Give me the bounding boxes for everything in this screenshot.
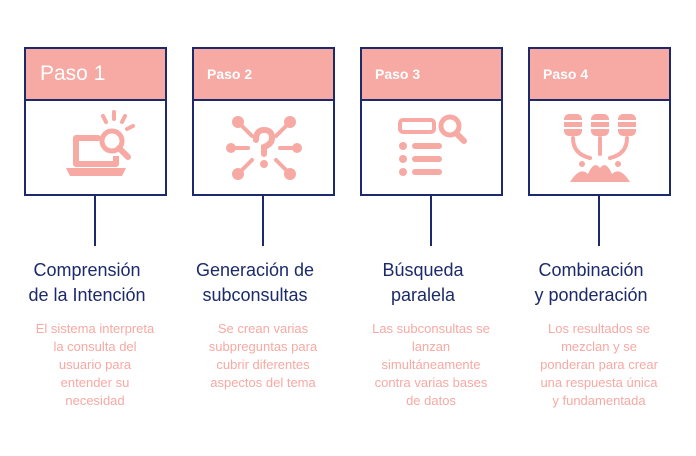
step-title: Búsqueda paralela: [382, 260, 464, 305]
database-merge-icon: [530, 101, 669, 194]
connector-line: [598, 196, 600, 246]
step-4: Paso 4: [504, 0, 678, 456]
step-description: Las subconsultas se lanzan simultáneamen…: [372, 321, 490, 408]
step-2: Paso 2: [168, 0, 342, 456]
step-label: Paso 1: [26, 49, 165, 101]
step-label: Paso 3: [362, 49, 501, 101]
laptop-search-icon: [26, 101, 165, 194]
step-card: Paso 3: [360, 47, 503, 196]
step-label: Paso 4: [530, 49, 669, 101]
question-network-icon: [194, 101, 333, 194]
step-card: Paso 2: [192, 47, 335, 196]
step-label: Paso 2: [194, 49, 333, 101]
step-description: Se crean varias subpreguntas para cubrir…: [208, 321, 318, 390]
connector-line: [430, 196, 432, 246]
connector-line: [262, 196, 264, 246]
step-description: Los resultados se mezclan y se ponderan …: [540, 321, 658, 408]
search-list-icon: [362, 101, 501, 194]
step-3: Paso 3 Búsqueda paralela Las subconsul: [336, 0, 510, 456]
step-title: Combinación y ponderación: [534, 260, 648, 305]
step-card: Paso 1: [24, 47, 167, 196]
step-title: Generación de subconsultas: [195, 260, 315, 305]
step-title: Comprensión de la Intención: [28, 260, 146, 305]
step-description: El sistema interpreta la consulta del us…: [35, 321, 155, 408]
connector-line: [94, 196, 96, 246]
step-card: Paso 4: [528, 47, 671, 196]
step-1: Paso 1 Comprensión: [0, 0, 174, 456]
